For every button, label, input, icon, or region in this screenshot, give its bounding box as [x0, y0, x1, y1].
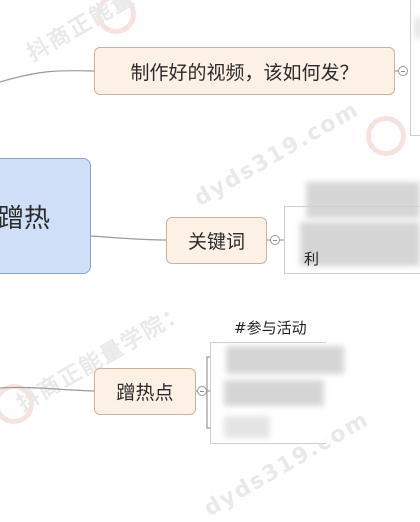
connector-to-branch-2 [90, 235, 167, 241]
watermark-logo [96, 0, 136, 34]
connector-to-branch-1 [0, 70, 95, 83]
blurred-content [224, 380, 324, 406]
root-node-label: 蹭热 [0, 203, 50, 234]
branch-node-label: 蹭热点 [116, 382, 174, 404]
branch-node-publish[interactable]: 制作好的视频，该如何发？ [94, 47, 395, 95]
collapse-toggle-icon[interactable] [270, 235, 280, 245]
connector-to-branch-3 [0, 386, 95, 392]
watermark-logo [0, 384, 34, 424]
watermark-logo [366, 116, 406, 156]
branch-node-label: 关键词 [187, 231, 245, 253]
child-group-branch-1 [410, 0, 420, 136]
blurred-content [300, 222, 420, 266]
child-group-header: #参与活动 [234, 319, 307, 337]
branch-node-keyword[interactable]: 关键词 [166, 217, 267, 264]
blurred-content [414, 18, 420, 38]
collapse-toggle-icon[interactable] [398, 66, 408, 76]
blurred-content [306, 182, 420, 218]
branch-node-trending[interactable]: 蹭热点 [94, 368, 196, 415]
root-node[interactable]: 蹭热 [0, 158, 91, 274]
blurred-content [224, 416, 270, 438]
collapse-toggle-icon[interactable] [197, 386, 207, 396]
branch-node-label: 制作好的视频，该如何发？ [130, 61, 359, 84]
blurred-content [226, 346, 344, 374]
child-node-label: 利 [304, 250, 320, 268]
